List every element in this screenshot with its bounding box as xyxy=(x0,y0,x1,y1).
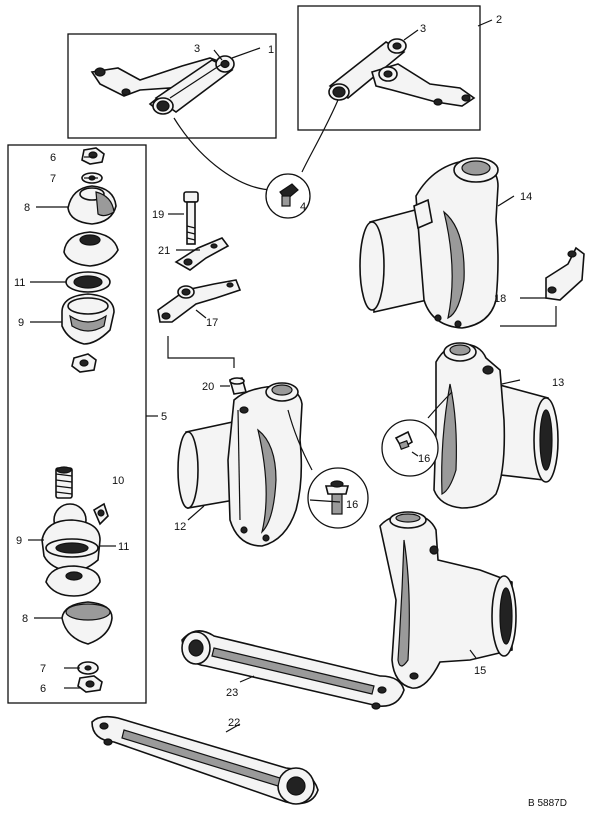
label-6-bottom: 6 xyxy=(40,683,46,695)
label-10: 10 xyxy=(112,475,124,487)
label-7-top: 7 xyxy=(50,173,56,185)
column-parts xyxy=(41,147,119,693)
label-7-bottom: 7 xyxy=(40,663,46,675)
part-12-housing xyxy=(177,382,313,547)
label-3-left: 3 xyxy=(194,43,200,55)
leader-lines xyxy=(28,19,546,733)
label-3-right: 3 xyxy=(420,23,426,35)
part-23-link-rod xyxy=(181,630,405,710)
label-9-bottom: 9 xyxy=(16,535,22,547)
part-15-housing xyxy=(379,511,517,689)
label-15: 15 xyxy=(474,665,486,677)
label-23: 23 xyxy=(226,687,238,699)
label-20: 20 xyxy=(202,381,214,393)
label-4: 4 xyxy=(300,201,306,213)
part-1-arm xyxy=(90,55,235,115)
part-18-bracket xyxy=(500,246,585,327)
label-1: 1 xyxy=(268,44,274,56)
part-14-housing xyxy=(359,157,499,329)
label-6-top: 6 xyxy=(50,152,56,164)
label-5: 5 xyxy=(161,411,167,423)
label-8-top: 8 xyxy=(24,202,30,214)
bolt-washer-lever xyxy=(157,191,242,368)
box-part-1 xyxy=(67,33,277,139)
label-11-bottom: 11 xyxy=(118,541,129,553)
part-20-spacer xyxy=(228,377,248,395)
box-assembly-5 xyxy=(7,144,147,704)
part-22-link-rod xyxy=(91,715,319,805)
box-part-2 xyxy=(297,5,481,131)
label-8-bottom: 8 xyxy=(22,613,28,625)
drawing-code: B 5887D xyxy=(528,798,567,809)
part-2-arm xyxy=(328,38,476,107)
label-9-top: 9 xyxy=(18,317,24,329)
label-13: 13 xyxy=(552,377,564,389)
part-4-nipple-callout xyxy=(173,99,339,219)
label-17: 17 xyxy=(206,317,218,329)
label-14: 14 xyxy=(520,191,532,203)
label-22: 22 xyxy=(228,717,240,729)
label-18: 18 xyxy=(494,293,506,305)
label-16-right: 16 xyxy=(418,453,430,465)
label-19: 19 xyxy=(152,209,164,221)
label-21: 21 xyxy=(158,245,170,257)
label-2: 2 xyxy=(496,14,502,26)
part-13-housing xyxy=(427,342,559,509)
label-12: 12 xyxy=(174,521,186,533)
part-16-nipple-callout-left xyxy=(307,467,369,529)
part-16-nipple-callout-right xyxy=(381,419,439,477)
label-16-left: 16 xyxy=(346,499,358,511)
label-11-top: 11 xyxy=(14,277,25,289)
